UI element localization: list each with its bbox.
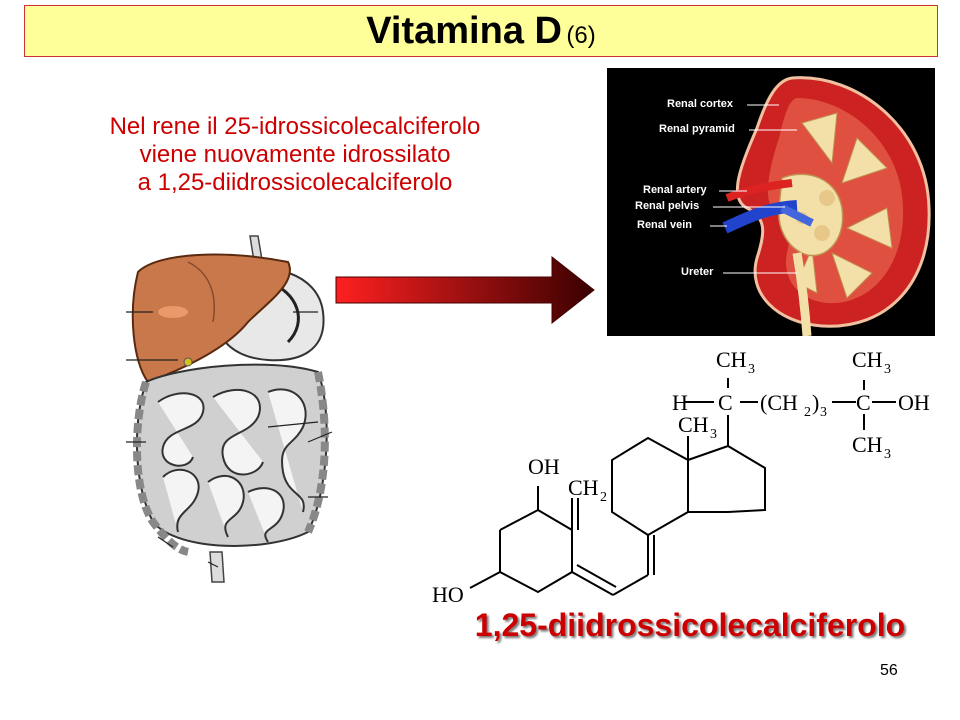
oh-label: OH: [528, 454, 560, 479]
label-renal-cortex: Renal cortex: [667, 98, 734, 110]
slide-title: Vitamina D: [366, 10, 562, 52]
carbon-label: C: [856, 390, 871, 415]
ch3-label: CH: [852, 432, 883, 457]
subscript: 3: [710, 427, 717, 442]
label-renal-vein: Renal vein: [637, 219, 693, 231]
arrow-icon: [335, 255, 595, 325]
close-paren-label: ): [812, 390, 819, 415]
subscript: 3: [748, 362, 755, 377]
intro-line: Nel rene il 25-idrossicolecalciferolo: [109, 113, 481, 140]
slide-title-number: (6): [566, 22, 596, 49]
kidney-cross-section-image: Renal cortex Renal pyramid Renal artery …: [607, 68, 935, 336]
subscript: 2: [804, 405, 811, 420]
compound-name: 1,25-diidrossicolecalciferolo: [474, 607, 906, 643]
label-renal-pelvis: Renal pelvis: [635, 200, 700, 212]
calcitriol-structure-diagram: CH 3 CH 3 H C (CH 2 ) 3 C OH CH 3 CH 3 O…: [432, 347, 930, 607]
digestive-system-illustration: [126, 235, 333, 583]
ch3-label: CH: [678, 412, 709, 437]
page-number: 56: [880, 662, 898, 679]
subscript: 2: [600, 490, 607, 505]
label-renal-artery: Renal artery: [643, 184, 707, 196]
ch3-label: CH: [716, 347, 747, 372]
kidney-illustration: [710, 76, 931, 336]
subscript: 3: [820, 405, 827, 420]
intro-line: viene nuovamente idrossilato: [139, 141, 451, 168]
title-bar: Vitamina D (6): [24, 5, 938, 57]
subscript: 3: [884, 447, 891, 462]
ch2-chain-label: (CH: [760, 390, 798, 415]
intro-text: Nel rene il 25-idrossicolecalciferolo vi…: [40, 113, 550, 197]
ho-label: HO: [432, 582, 464, 607]
subscript: 3: [884, 362, 891, 377]
oh-label: OH: [898, 390, 930, 415]
label-ureter: Ureter: [681, 266, 714, 278]
carbon-label: C: [718, 390, 733, 415]
label-renal-pyramid: Renal pyramid: [659, 123, 735, 135]
ch2-label: CH: [568, 475, 599, 500]
intro-line: a 1,25-diidrossicolecalciferolo: [137, 169, 453, 196]
ch3-label: CH: [852, 347, 883, 372]
h-label: H: [672, 390, 688, 415]
